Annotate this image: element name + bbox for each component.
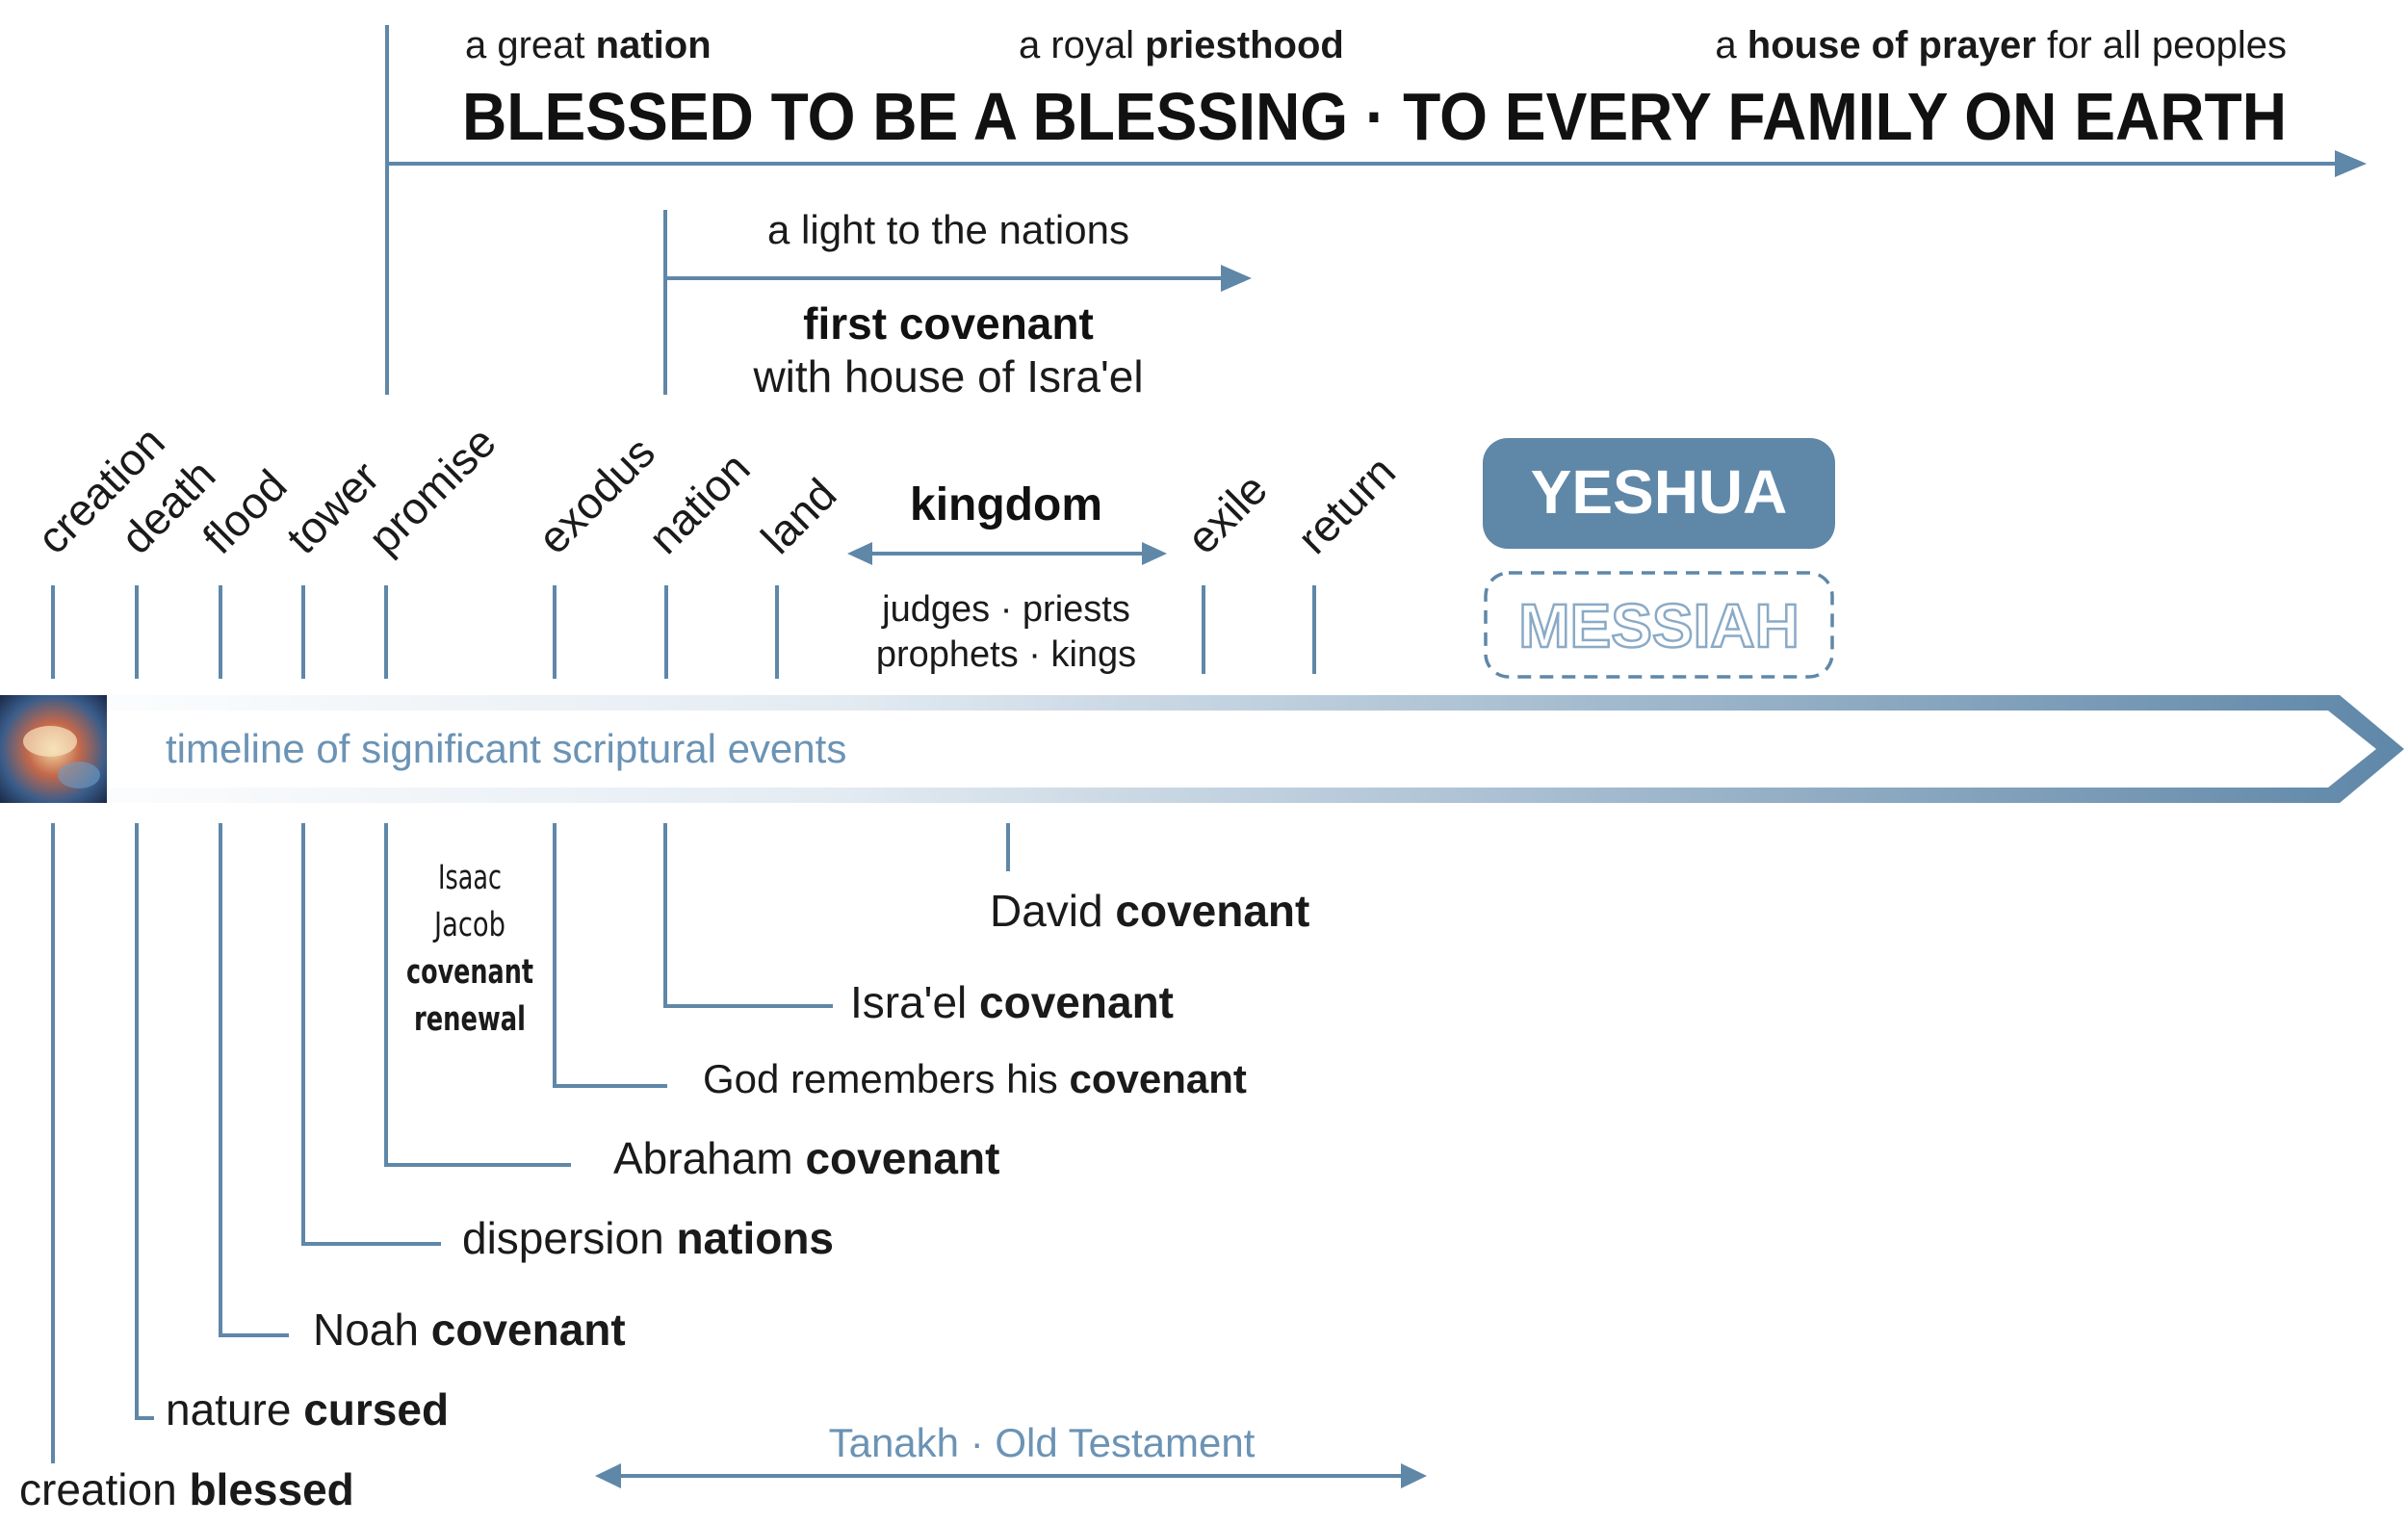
event-ticks <box>51 585 1316 679</box>
nature-cursed: nature cursed <box>166 1384 449 1435</box>
tanakh-arrow-left <box>595 1463 621 1488</box>
tanakh-label: Tanakh · Old Testament <box>829 1420 1256 1465</box>
covenant-line: covenant <box>406 953 533 992</box>
david-covenant: David covenant <box>990 886 1309 936</box>
first-covenant-arrow <box>663 210 1228 395</box>
kingdom-arrow-right <box>1142 542 1167 565</box>
covenant-connectors <box>51 823 1010 1463</box>
first-covenant-title: first covenant <box>803 298 1094 349</box>
timeline-bar-inner <box>0 711 2376 788</box>
light-to-nations: a light to the nations <box>767 207 1129 252</box>
kingdom-line1: judges · priests <box>881 589 1130 630</box>
event-labels: creation death flood tower promise exodu… <box>27 417 1405 563</box>
kingdom-label: kingdom <box>910 479 1102 530</box>
god-remembers-covenant: God remembers his covenant <box>703 1056 1247 1101</box>
timeline-label: timeline of significant scriptural event… <box>166 726 846 771</box>
messiah-label: MESSIAH <box>1518 591 1800 660</box>
kingdom-arrow-left <box>847 542 872 565</box>
event-tower: tower <box>276 452 388 563</box>
blessing-arrow <box>385 25 2344 395</box>
nebula-cloud <box>58 762 100 788</box>
israel-covenant: Isra'el covenant <box>850 977 1174 1027</box>
kingdom-line2: prophets · kings <box>876 634 1136 675</box>
dispersion-nations: dispersion nations <box>462 1213 834 1263</box>
first-covenant-arrowhead <box>1221 265 1252 292</box>
blessing-arrowhead <box>2335 150 2367 177</box>
yeshua-label: YESHUA <box>1531 457 1788 527</box>
tanakh-arrow-right <box>1401 1463 1427 1488</box>
event-return: return <box>1287 446 1405 563</box>
noah-covenant: Noah covenant <box>313 1305 626 1355</box>
abraham-covenant: Abraham covenant <box>613 1133 999 1183</box>
isaac-line: Isaac <box>438 859 502 897</box>
nebula-highlight <box>23 726 77 757</box>
event-land: land <box>751 469 845 563</box>
jacob-line: Jacob <box>432 906 505 944</box>
creation-blessed: creation blessed <box>19 1464 354 1514</box>
messiah-badge <box>1484 571 1834 679</box>
headline: BLESSED TO BE A BLESSING · TO EVERY FAMI… <box>462 79 2287 154</box>
tag-house-of-prayer: a house of prayer for all peoples <box>1715 24 2287 66</box>
event-exodus: exodus <box>528 426 664 563</box>
first-covenant-subtitle: with house of Isra'el <box>752 351 1143 401</box>
isaac-jacob-block: Isaac Jacob covenant renewal <box>406 859 533 1039</box>
event-exile: exile <box>1177 463 1277 563</box>
yeshua-badge <box>1483 438 1835 549</box>
tag-great-nation: a great nation <box>465 24 712 66</box>
tag-royal-priesthood: a royal priesthood <box>1019 24 1344 66</box>
renewal-line: renewal <box>414 1000 526 1039</box>
